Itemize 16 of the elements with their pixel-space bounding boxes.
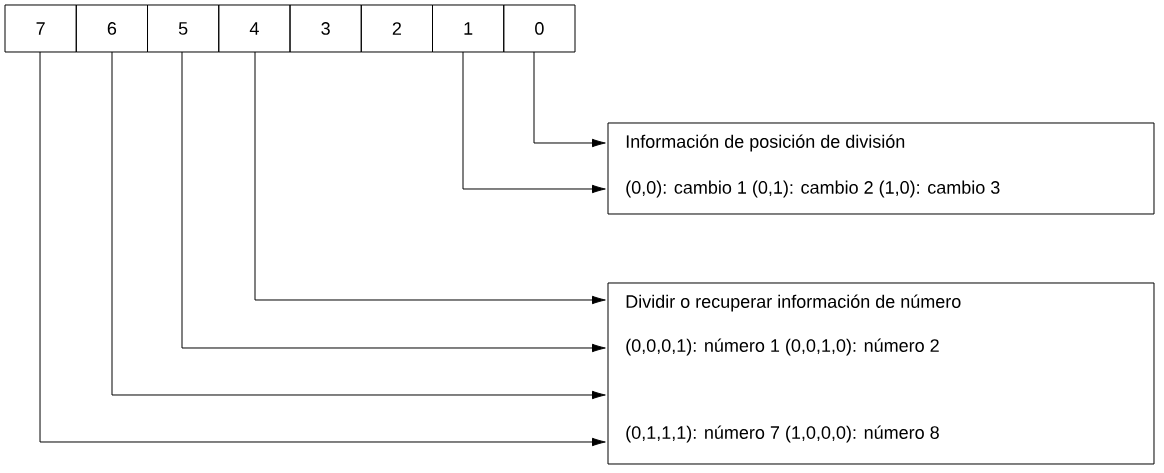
bit-cell: 6 bbox=[75, 4, 148, 53]
arrow bbox=[111, 51, 606, 400]
arrow bbox=[181, 51, 606, 353]
bit-cell: 2 bbox=[360, 4, 433, 53]
arrow bbox=[533, 51, 606, 148]
bit-cell: 3 bbox=[289, 4, 362, 53]
bit-cell: 5 bbox=[147, 4, 220, 53]
bit-cell: 7 bbox=[4, 4, 77, 53]
bit-cell: 0 bbox=[503, 4, 576, 53]
info-box: Dividir o recuperar información de número (0,0,0,1): número 1 (0,0,1,0): número 2 (0,1,1,1): número 7 (1,0,0,0): número 8 bbox=[607, 282, 1155, 465]
bit-cell: 1 bbox=[432, 4, 505, 53]
info-box: Información de posición de división (0,0): cambio 1 (0,1): cambio 2 (1,0): cambio 3 bbox=[607, 122, 1155, 215]
arrow bbox=[39, 51, 606, 447]
arrow bbox=[462, 51, 606, 194]
arrow bbox=[254, 51, 606, 305]
bit-cell: 4 bbox=[218, 4, 291, 53]
